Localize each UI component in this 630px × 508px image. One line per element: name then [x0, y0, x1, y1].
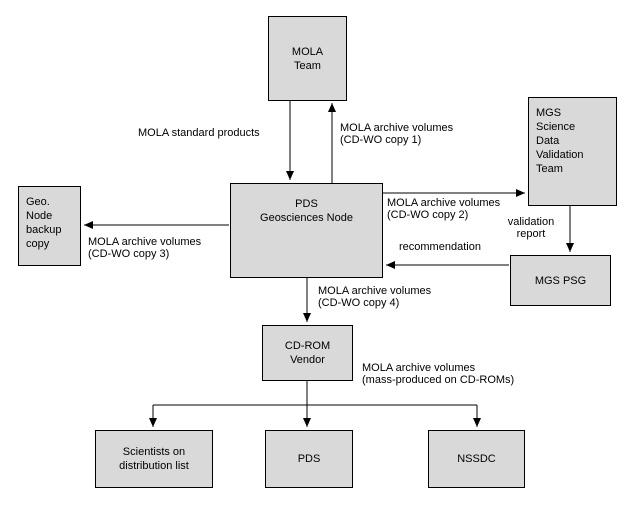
node-mola-team: MOLA Team — [268, 16, 347, 101]
edge-label-validation-report: validation report — [507, 216, 555, 240]
node-mgs-science-data-validation-team: MGS Science Data Validation Team — [528, 97, 617, 206]
node-pds-label: PDS — [297, 453, 321, 465]
edge-label-mola-standard-products: MOLA standard products — [138, 127, 260, 139]
node-pds: PDS — [265, 430, 353, 488]
node-mgs-psg: MGS PSG — [510, 255, 611, 306]
node-scientists-distribution-list: Scientists on distribution list — [95, 430, 213, 488]
node-geo-node-backup-copy: Geo. Node backup copy — [18, 186, 81, 266]
node-nssdc-label: NSSDC — [457, 453, 496, 465]
edge-label-recommendation: recommendation — [399, 241, 481, 253]
edge-label-cdwo-copy-3: MOLA archive volumes (CD-WO copy 3) — [88, 236, 202, 260]
node-scientists-label: Scientists on distribution list — [119, 446, 189, 472]
node-nssdc: NSSDC — [428, 430, 525, 488]
node-cdrom-vendor-label: CD-ROM Vendor — [284, 340, 331, 366]
edge-label-cdwo-copy-1: MOLA archive volumes (CD-WO copy 1) — [340, 122, 454, 146]
edge-label-cdwo-copy-2: MOLA archive volumes (CD-WO copy 2) — [387, 197, 501, 221]
node-cdrom-vendor: CD-ROM Vendor — [262, 325, 353, 381]
node-mgs-sdvt-label: MGS Science Data Validation Team — [536, 107, 584, 175]
node-pds-geosciences-node: PDS Geosciences Node — [230, 183, 383, 278]
node-pds-geosciences-label: PDS Geosciences Node — [260, 198, 353, 224]
node-geo-node-backup-label: Geo. Node backup copy — [26, 196, 62, 250]
edge-label-cdwo-copy-4: MOLA archive volumes (CD-WO copy 4) — [318, 285, 432, 309]
node-mola-team-label: MOLA Team — [291, 45, 324, 72]
edge-label-mass-produced: MOLA archive volumes (mass-produced on C… — [362, 362, 515, 386]
node-mgs-psg-label: MGS PSG — [534, 274, 587, 287]
